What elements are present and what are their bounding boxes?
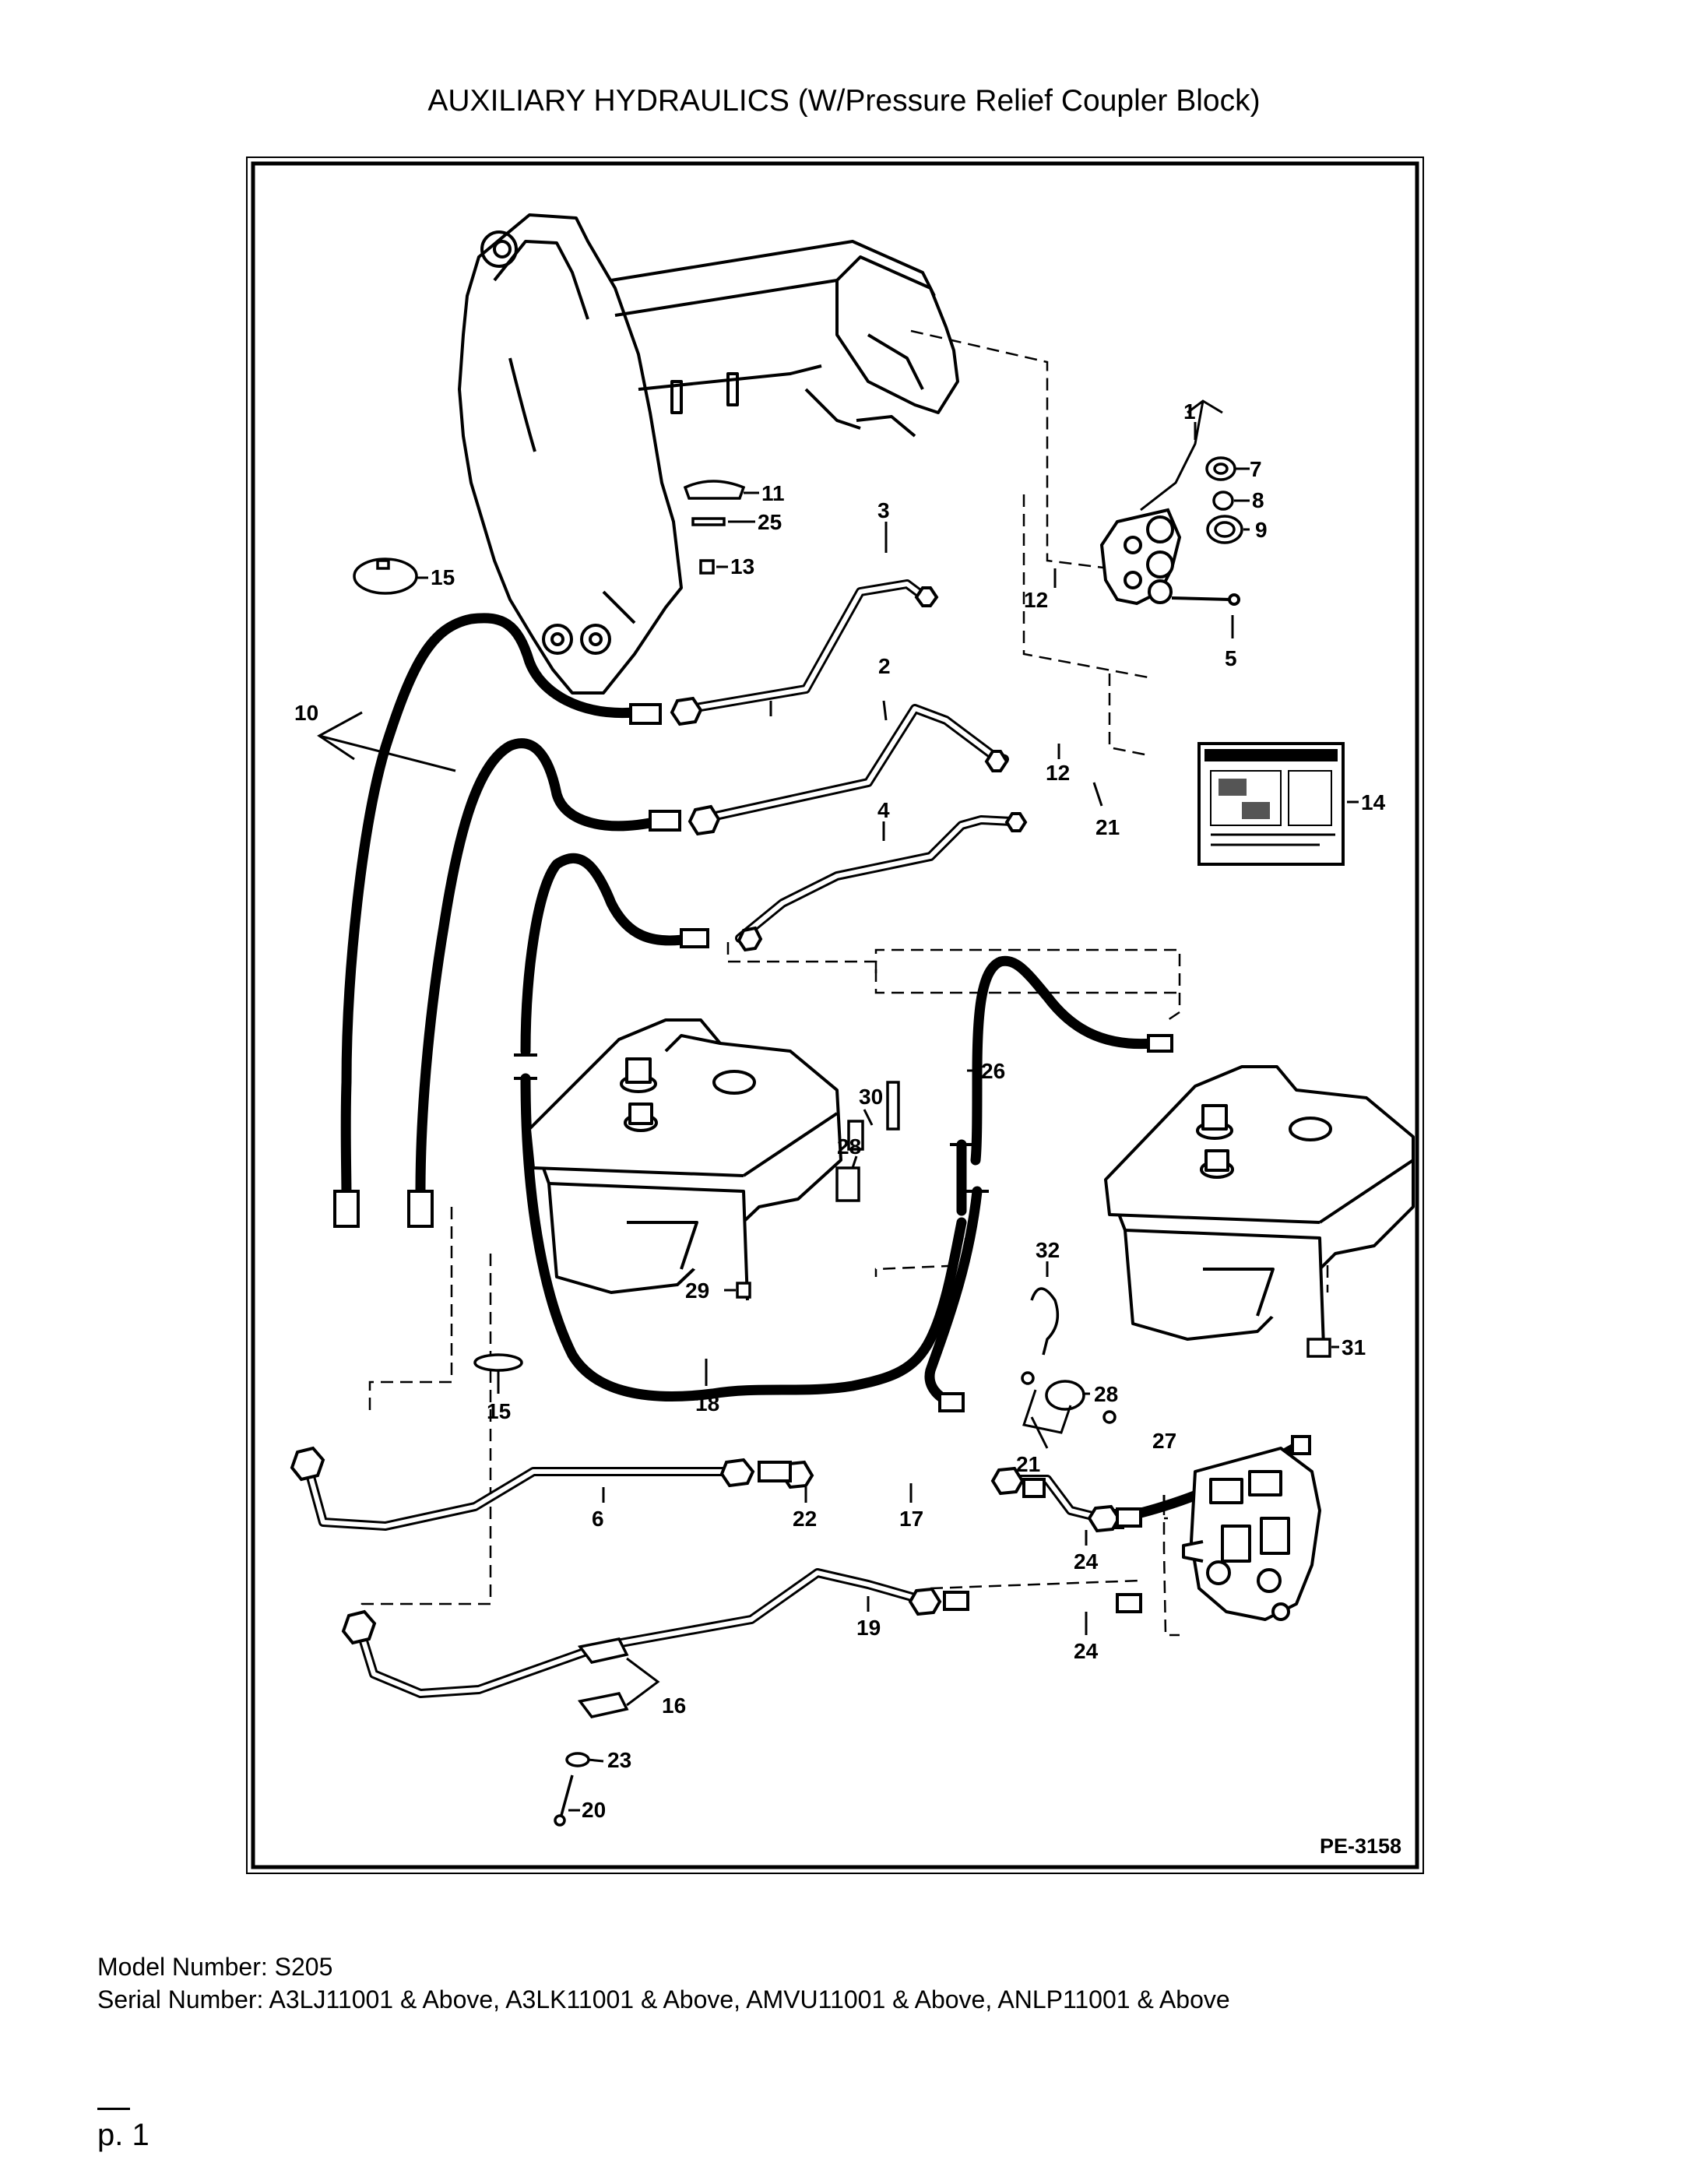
callout-10: 10 xyxy=(294,701,318,725)
callout-15-top: 15 xyxy=(431,565,455,589)
callout-12-lower: 12 xyxy=(1046,761,1070,785)
callout-20: 20 xyxy=(582,1798,606,1822)
page-number-rule xyxy=(97,2108,130,2110)
callout-32: 32 xyxy=(1036,1238,1060,1262)
callout-24-lower: 24 xyxy=(1074,1639,1099,1663)
callout-13: 13 xyxy=(730,554,754,579)
callout-14: 14 xyxy=(1361,790,1386,814)
callout-21-upper: 21 xyxy=(1095,815,1120,839)
dashed-routing-lines xyxy=(360,329,1329,1637)
flexible-hoses xyxy=(340,613,1306,1524)
callout-11: 11 xyxy=(761,481,785,505)
callout-28-right: 28 xyxy=(1094,1382,1118,1406)
callout-31: 31 xyxy=(1342,1335,1366,1359)
callout-23: 23 xyxy=(607,1748,631,1772)
control-valve xyxy=(1182,1447,1321,1621)
callout-7: 7 xyxy=(1250,457,1262,481)
leader-lines xyxy=(317,422,1359,1812)
callout-16: 16 xyxy=(662,1693,686,1718)
coupler-bracket-line xyxy=(1140,399,1223,512)
callout-19: 19 xyxy=(856,1616,881,1640)
hose-fittings xyxy=(290,586,1311,1645)
page-number: p. 1 xyxy=(97,2118,149,2152)
callout-8: 8 xyxy=(1252,488,1264,512)
callout-18: 18 xyxy=(695,1391,719,1416)
hose-break-marks xyxy=(514,1053,989,1193)
callout-28-left: 28 xyxy=(837,1134,861,1159)
coupler-block xyxy=(1099,508,1240,606)
callout-21-lower: 21 xyxy=(1016,1452,1040,1476)
callout-15-bottom: 15 xyxy=(487,1399,511,1423)
callout-26: 26 xyxy=(981,1059,1005,1083)
parts-diagram: 1 7 8 9 5 11 25 13 15 3 12 2 12 21 4 10 … xyxy=(245,156,1425,1875)
serial-number: Serial Number: A3LJ11001 & Above, A3LK11… xyxy=(97,1985,1230,2013)
callout-9: 9 xyxy=(1255,518,1268,542)
callout-6: 6 xyxy=(592,1507,604,1531)
callout-12-upper: 12 xyxy=(1024,588,1048,612)
callout-30: 30 xyxy=(859,1085,883,1109)
figure-code: PE-3158 xyxy=(1320,1834,1401,1858)
callout-2: 2 xyxy=(878,654,891,678)
tank-left xyxy=(528,1018,842,1301)
callout-17: 17 xyxy=(899,1507,923,1531)
callout-3: 3 xyxy=(877,498,890,522)
coupler-fittings xyxy=(1205,456,1243,544)
callout-27: 27 xyxy=(1152,1429,1176,1453)
callout-5: 5 xyxy=(1225,646,1237,670)
callout-29: 29 xyxy=(685,1278,709,1303)
loader-arm-frame xyxy=(458,213,959,695)
callout-labels: 1 7 8 9 5 11 25 13 15 3 12 2 12 21 4 10 … xyxy=(294,399,1401,1858)
callout-4: 4 xyxy=(877,798,890,822)
small-parts xyxy=(353,480,1331,1827)
callout-24-upper: 24 xyxy=(1074,1549,1099,1574)
callout-25: 25 xyxy=(758,510,782,534)
page-title: AUXILIARY HYDRAULICS (W/Pressure Relief … xyxy=(427,84,1261,118)
warning-decal xyxy=(1197,742,1345,866)
callout-1: 1 xyxy=(1183,399,1196,424)
callout-22: 22 xyxy=(793,1507,817,1531)
model-number: Model Number: S205 xyxy=(97,1953,333,1981)
parts-diagram-svg: 1 7 8 9 5 11 25 13 15 3 12 2 12 21 4 10 … xyxy=(246,157,1424,1874)
tank-right xyxy=(1104,1065,1415,1348)
